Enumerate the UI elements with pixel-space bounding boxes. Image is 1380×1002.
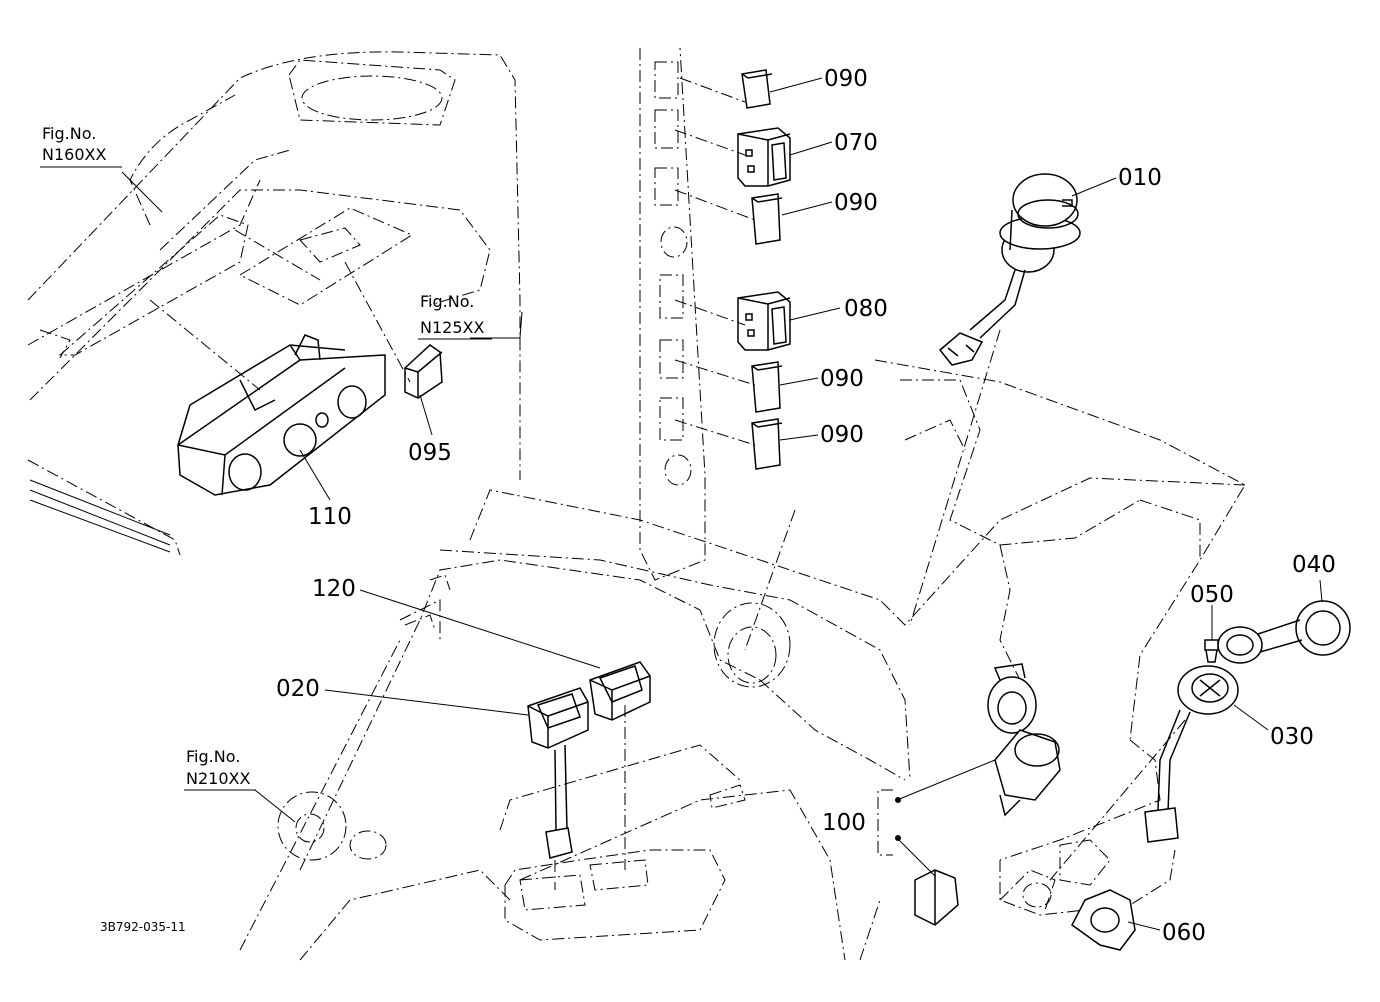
leader-lines [121,77,1323,931]
part-label: 100 [822,810,866,836]
figure-reference: Fig.No. N160XX [40,124,122,168]
part-label: 120 [312,576,356,602]
fig-ref-caption: Fig.No. [42,124,96,143]
part-label: 060 [1162,920,1206,946]
fig-ref-number: N160XX [42,145,106,164]
fig-ref-number: N125XX [420,318,484,337]
rocker-switch-part [527,687,589,859]
part-label: 030 [1270,724,1314,750]
part-label: 110 [308,504,352,530]
part-label: 090 [820,366,864,392]
rocker-switch-part [737,291,791,351]
mounting-plate-part [1071,889,1136,951]
small-cover-part [404,344,443,399]
blank-cover-part [741,69,773,109]
climate-control-panel-part [177,334,386,496]
part-label: 010 [1118,165,1162,191]
part-label: 090 [820,422,864,448]
part-label: 050 [1190,582,1234,608]
screw-part [1204,639,1219,663]
blank-cover-part [751,418,783,470]
rocker-switch-part [737,127,791,187]
part-label: 080 [844,296,888,322]
part-label: 090 [834,190,878,216]
cigarette-lighter-part [914,663,1061,926]
fig-ref-caption: Fig.No. [420,292,474,311]
fig-ref-caption: Fig.No. [186,747,240,766]
figure-reference: Fig.No. N125XX [418,292,492,340]
figure-reference: Fig.No. N210XX [184,747,256,791]
cab-outline [27,47,1246,961]
rocker-switch-part [589,661,651,721]
part-label: 070 [834,130,878,156]
fig-ref-number: N210XX [186,769,250,788]
part-label: 040 [1292,552,1336,578]
auxiliary-socket-part [1144,665,1239,843]
drawing-code: 3B792-035-11 [100,920,186,934]
part-label: 090 [824,66,868,92]
part-label: 020 [276,676,320,702]
socket-cap-part [1217,600,1351,664]
power-socket-part [938,173,1081,366]
blank-cover-part [751,361,783,413]
blank-cover-part [751,193,783,245]
part-label: 095 [408,440,452,466]
